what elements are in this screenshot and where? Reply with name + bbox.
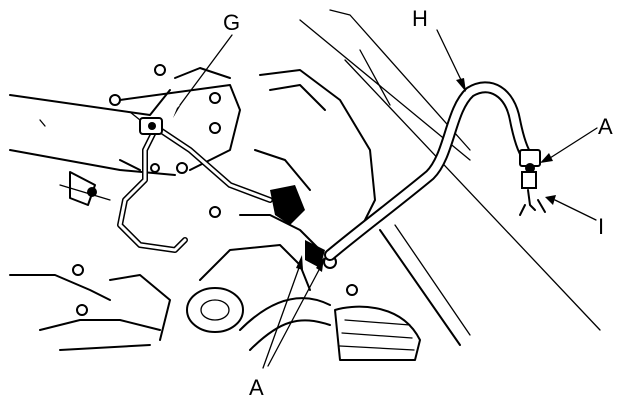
callout-labels: G H A I A bbox=[223, 6, 613, 400]
brake-pipe-g bbox=[117, 111, 273, 253]
frame-member bbox=[9, 64, 241, 218]
caliper-assembly bbox=[186, 69, 376, 333]
callout-a-right-label: A bbox=[598, 114, 613, 139]
leader-lines bbox=[173, 29, 598, 369]
drive-shaft-boot bbox=[239, 297, 421, 361]
callout-h-label: H bbox=[412, 6, 428, 31]
callout-a-bottom-label: A bbox=[249, 375, 264, 400]
left-clip bbox=[59, 159, 141, 206]
callout-g-label: G bbox=[223, 10, 240, 35]
lower-components bbox=[9, 264, 171, 351]
brake-hose-h bbox=[324, 81, 546, 261]
frame-lines bbox=[299, 9, 601, 346]
callout-i-label: I bbox=[598, 214, 604, 239]
